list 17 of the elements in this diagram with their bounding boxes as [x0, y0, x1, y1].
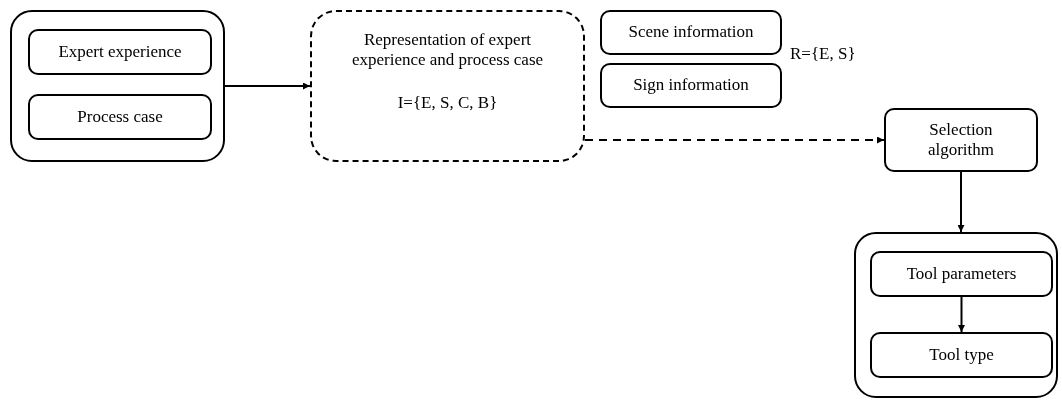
process-box: Tool type	[870, 332, 1053, 378]
arrow	[584, 136, 885, 144]
process-box: Sign information	[600, 63, 782, 108]
arrow	[957, 171, 965, 233]
formula-label: R={E, S}	[790, 44, 856, 64]
process-box: Selection algorithm	[884, 108, 1038, 172]
group-box	[10, 10, 225, 162]
arrow	[224, 82, 311, 90]
formula: I={E, S, C, B}	[397, 92, 498, 114]
box-title: Representation of expert experience and process case	[350, 30, 545, 71]
dashed-process-box	[310, 10, 585, 162]
process-box: Tool parameters	[870, 251, 1053, 297]
process-box: Scene information	[600, 10, 782, 55]
group-box	[854, 232, 1058, 398]
process-box: Expert experience	[28, 29, 212, 75]
arrow	[958, 296, 965, 333]
process-box: Process case	[28, 94, 212, 140]
